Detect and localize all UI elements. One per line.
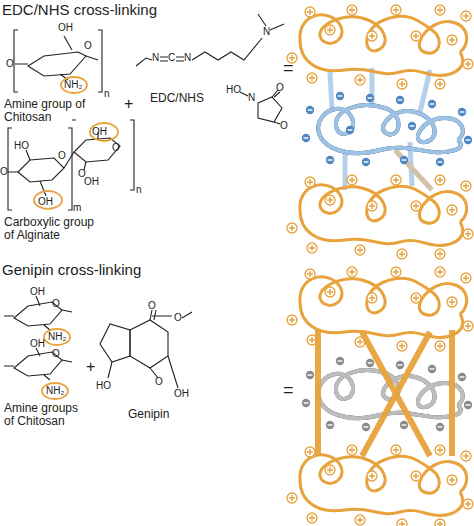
alginate-chain-inner — [318, 370, 463, 418]
molecule-caption: Amine groups of Chitosan — [4, 402, 88, 429]
chitosan-structure — [14, 30, 102, 92]
atom-label: O — [174, 312, 182, 323]
section-heading: EDC/NHS cross-linking — [2, 2, 157, 19]
atom-label: O — [276, 82, 284, 93]
plus-sign: + — [86, 358, 95, 376]
atom-label: O — [112, 142, 120, 153]
negative-charges — [302, 92, 472, 166]
atom-label: N — [263, 26, 270, 37]
atom-label: OH — [84, 176, 99, 187]
atom-label: OH — [38, 196, 53, 207]
atom-label: C — [168, 52, 175, 63]
atom-label: O — [84, 40, 92, 51]
subscript-label: n — [104, 88, 110, 99]
highlight-ring — [61, 77, 87, 93]
alginate-structure — [8, 120, 134, 210]
subscript-label: m — [73, 202, 81, 213]
alginate-chain — [318, 370, 463, 418]
alginate-chain-inner — [318, 105, 463, 153]
molecule-caption: Genipin — [128, 408, 169, 421]
chitosan-structure — [4, 296, 72, 380]
atom-label: O — [155, 376, 163, 387]
highlight-ring — [34, 191, 62, 209]
section-heading: Genipin cross-linking — [2, 262, 141, 279]
atom-label: O — [0, 166, 8, 177]
equals-sign: = — [283, 380, 294, 400]
atom-label: OH — [30, 338, 45, 349]
atom-label: N — [248, 92, 255, 103]
genipin-crosslinks — [318, 330, 452, 456]
atom-label: O — [148, 300, 156, 311]
molecule-caption: Amine group of Chitosan — [4, 98, 88, 125]
alginate-chain — [318, 105, 463, 153]
atom-label: HO — [96, 380, 111, 391]
highlight-ring — [44, 329, 70, 345]
atom-label: HO — [14, 140, 29, 151]
subscript-label: n — [136, 184, 142, 195]
highlight-ring — [42, 383, 68, 399]
atom-label: O — [58, 150, 66, 161]
atom-label: NH₂ — [48, 331, 66, 342]
atom-label: O — [52, 298, 60, 309]
chitosan-chain — [287, 267, 473, 351]
molecule-caption: EDC/NHS — [150, 92, 204, 105]
atom-label: OH — [92, 126, 107, 137]
molecule-caption: Carboxylic group of Alginate — [4, 216, 100, 243]
atom-label: O — [52, 348, 60, 359]
crosslink-lines — [330, 68, 432, 190]
atom-label: NH₂ — [46, 385, 64, 396]
atom-label: OH — [30, 286, 45, 297]
chitosan-chain — [287, 5, 473, 89]
equals-sign: = — [283, 58, 294, 78]
atom-label: NH₂ — [64, 79, 82, 90]
atom-label: O — [280, 120, 288, 131]
edc-structure — [136, 14, 284, 66]
atom-label: OH — [174, 388, 189, 399]
atom-label: N — [152, 52, 159, 63]
chitosan-chain — [287, 445, 473, 526]
nhs-structure — [240, 90, 282, 124]
negative-charges — [302, 357, 472, 431]
atom-label: N — [184, 52, 191, 63]
genipin-structure — [100, 310, 192, 388]
plus-sign: + — [124, 95, 133, 113]
atom-label: O — [6, 58, 14, 69]
atom-label: OH — [58, 22, 73, 33]
atom-label: HO — [226, 84, 241, 95]
highlight-ring — [90, 123, 118, 141]
chitosan-chain — [287, 175, 473, 259]
